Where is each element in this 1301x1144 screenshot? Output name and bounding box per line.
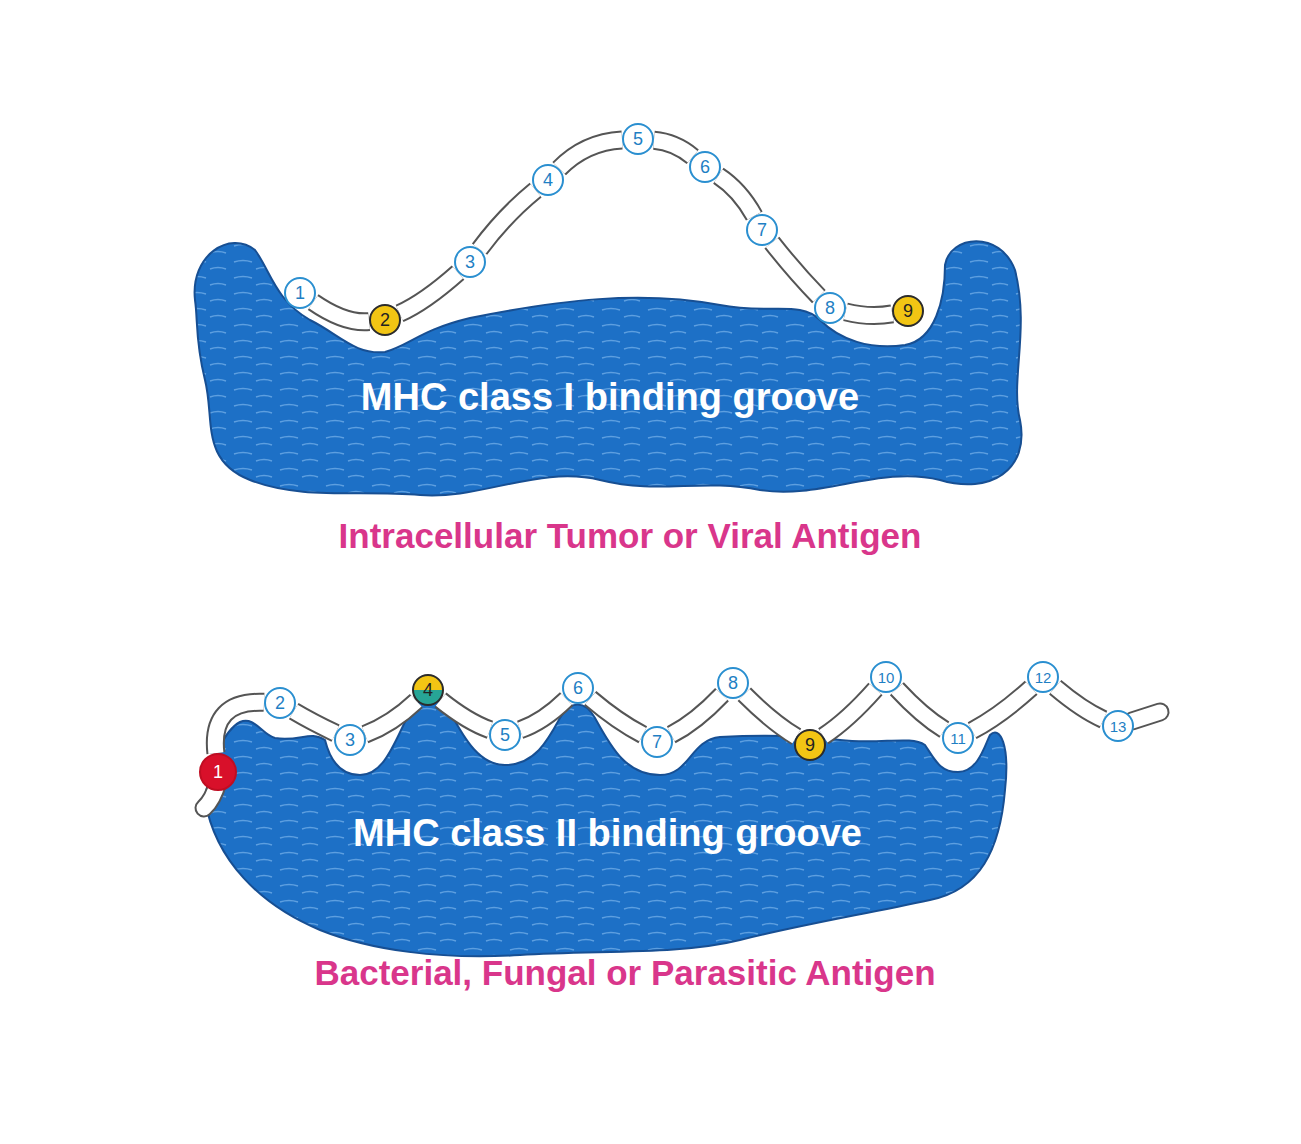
peptide-bond (294, 711, 336, 733)
residue-circle: 9 (892, 295, 924, 327)
residue-number: 10 (878, 670, 895, 685)
peptide-bond (718, 176, 754, 216)
residue-circle: 7 (641, 726, 673, 758)
bond-fill (972, 688, 1031, 731)
bond-fill (744, 694, 796, 736)
residue-circle: 3 (454, 246, 486, 278)
bond-fill (772, 243, 819, 297)
groove-label: MHC class II binding groove (195, 814, 1020, 852)
residue-circle: 12 (1027, 661, 1059, 693)
bond-fill (671, 695, 722, 735)
residue-number: 8 (728, 674, 738, 692)
residue-circle: 9 (794, 729, 826, 761)
residue-number: 2 (275, 694, 285, 712)
mhc-groove: MHC class I binding groove (185, 225, 1035, 505)
residue-circle: 5 (489, 719, 521, 751)
residue-number: 1 (213, 763, 223, 781)
peptide-bond (1055, 687, 1103, 719)
residue-number: 4 (543, 171, 553, 189)
peptide-bond (846, 312, 893, 316)
peptide-bond (772, 243, 819, 297)
groove-outline (185, 225, 1035, 505)
groove-label: MHC class I binding groove (185, 378, 1035, 416)
peptide-bond (744, 694, 796, 736)
bond-outline (846, 312, 893, 316)
residue-number: 9 (903, 302, 913, 320)
bond-outline (718, 176, 754, 216)
bond-outline (559, 140, 622, 169)
residue-circle: 1 (199, 753, 237, 791)
residue-circle: 3 (334, 724, 366, 756)
bond-fill (654, 140, 693, 156)
peptide-bond (559, 140, 622, 169)
peptide-bond (654, 140, 693, 156)
peptide-tail (1132, 712, 1160, 721)
residue-number: 9 (805, 736, 815, 754)
bond-fill (823, 689, 875, 736)
residue-number: 13 (1110, 719, 1127, 734)
residue-circle: 4 (532, 164, 564, 196)
peptide-bond (313, 302, 369, 322)
residue-circle: 10 (870, 661, 902, 693)
residue-circle: 8 (814, 292, 846, 324)
residue-number: 1 (295, 284, 305, 302)
residue-circle: 8 (717, 667, 749, 699)
residue-number: 11 (950, 731, 966, 746)
residue-number: 8 (825, 299, 835, 317)
residue-number: 3 (465, 253, 475, 271)
bond-fill (400, 273, 458, 314)
residue-number: 12 (1035, 670, 1052, 685)
residue-number: 2 (380, 311, 390, 329)
residue-number: 3 (345, 731, 355, 749)
bond-outline (294, 711, 336, 733)
peptide-bond (823, 689, 875, 736)
peptide-bond (897, 689, 944, 730)
residue-circle: 13 (1102, 710, 1134, 742)
antigen-caption: Intracellular Tumor or Viral Antigen (130, 518, 1130, 553)
bond-outline (400, 273, 458, 314)
peptide-bond (400, 273, 458, 314)
bond-fill (718, 176, 754, 216)
residue-circle: 6 (562, 672, 594, 704)
antigen-caption: Bacterial, Fungal or Parasitic Antigen (125, 955, 1125, 990)
bond-outline (744, 694, 796, 736)
peptide-bond (972, 688, 1031, 731)
residue-number: 5 (500, 726, 510, 744)
residue-number: 5 (633, 130, 643, 148)
residue-circle: 4 (412, 674, 444, 706)
peptide-tail-outline (1132, 712, 1160, 721)
bond-outline (897, 689, 944, 730)
bond-fill (1055, 687, 1103, 719)
groove-shape (195, 241, 1022, 495)
bond-outline (313, 302, 369, 322)
bond-fill (294, 711, 336, 733)
residue-circle: 1 (284, 277, 316, 309)
residue-circle: 7 (746, 214, 778, 246)
residue-number: 6 (700, 158, 710, 176)
residue-circle: 6 (689, 151, 721, 183)
peptide-bond (480, 190, 536, 249)
bond-outline (823, 689, 875, 736)
residue-number: 4 (423, 681, 433, 699)
residue-circle: 5 (622, 123, 654, 155)
bond-fill (313, 302, 369, 322)
bond-outline (972, 688, 1031, 731)
residue-number: 7 (757, 221, 767, 239)
bond-outline (654, 140, 693, 156)
bond-fill (480, 190, 536, 249)
residue-number: 6 (573, 679, 583, 697)
peptide-bond (671, 695, 722, 735)
bond-fill (897, 689, 944, 730)
residue-circle: 11 (942, 722, 974, 754)
bond-outline (1055, 687, 1103, 719)
bond-outline (480, 190, 536, 249)
residue-circle: 2 (264, 687, 296, 719)
bond-fill (846, 312, 893, 316)
residue-circle: 2 (369, 304, 401, 336)
bond-fill (559, 140, 622, 169)
residue-number: 7 (652, 733, 662, 751)
bond-outline (671, 695, 722, 735)
bond-outline (772, 243, 819, 297)
